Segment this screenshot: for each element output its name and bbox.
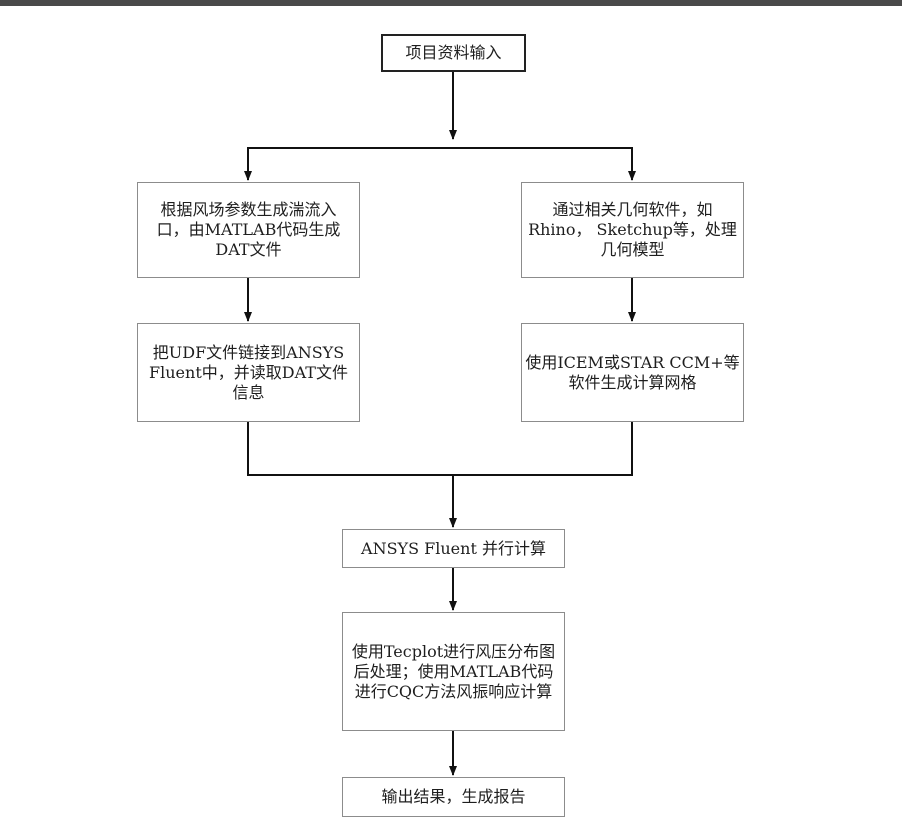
- node-mesh-generation: 使用ICEM或STAR CCM+等 软件生成计算网格: [521, 323, 744, 422]
- node-output-report-label: 输出结果，生成报告: [381, 787, 526, 806]
- node-mesh-generation-label: 使用ICEM或STAR CCM+等 软件生成计算网格: [525, 352, 740, 392]
- node-fluent-parallel: ANSYS Fluent 并行计算: [342, 529, 565, 568]
- node-post-processing: 使用Tecplot进行风压分布图 后处理；使用MATLAB代码 进行CQC方法风…: [342, 612, 565, 731]
- node-post-processing-label: 使用Tecplot进行风压分布图 后处理；使用MATLAB代码 进行CQC方法风…: [351, 641, 556, 701]
- node-turbulence-inlet: 根据风场参数生成湍流入 口，由MATLAB代码生成 DAT文件: [137, 182, 360, 278]
- node-udf-link: 把UDF文件链接到ANSYS Fluent中，并读取DAT文件 信息: [137, 323, 360, 422]
- node-project-input-label: 项目资料输入: [405, 43, 502, 62]
- top-border-bar: [0, 0, 902, 6]
- node-turbulence-inlet-label: 根据风场参数生成湍流入 口，由MATLAB代码生成 DAT文件: [156, 200, 341, 259]
- edge-merge: [247, 422, 633, 476]
- node-geometry-model-label: 通过相关几何软件，如 Rhino， Sketchup等，处理 几何模型: [528, 200, 737, 259]
- node-fluent-parallel-label: ANSYS Fluent 并行计算: [361, 538, 546, 558]
- node-udf-link-label: 把UDF文件链接到ANSYS Fluent中，并读取DAT文件 信息: [149, 342, 348, 402]
- node-output-report: 输出结果，生成报告: [342, 777, 565, 817]
- node-geometry-model: 通过相关几何软件，如 Rhino， Sketchup等，处理 几何模型: [521, 182, 744, 278]
- node-project-input: 项目资料输入: [381, 34, 526, 72]
